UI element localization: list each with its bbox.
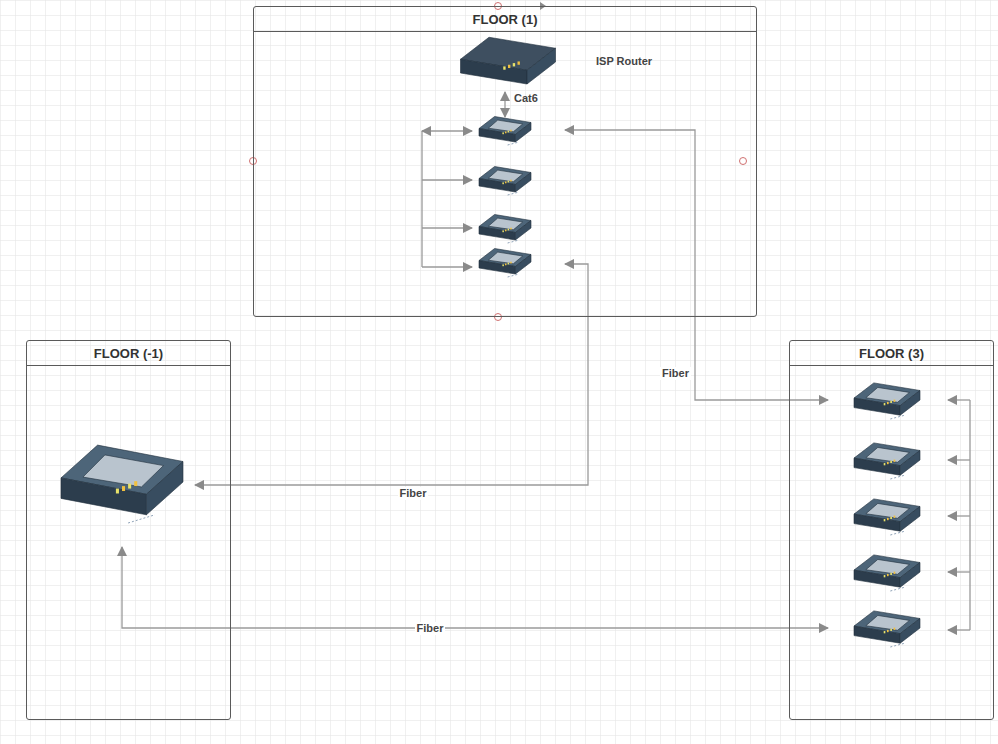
selection-handle: [495, 314, 502, 321]
device-name: ISP Router: [596, 55, 652, 67]
floor-title: FLOOR (1): [254, 7, 756, 32]
floor-title: FLOOR (3): [790, 341, 993, 366]
bracket-wire: [948, 459, 970, 460]
bracket-wire: [422, 130, 472, 131]
network-switch-icon: [479, 249, 531, 278]
edge-label: Fiber: [415, 622, 446, 635]
network-switch-icon: [479, 215, 531, 244]
selection-handle: [740, 158, 747, 165]
bracket-wire: [948, 629, 970, 630]
bracket-wire: [948, 515, 970, 516]
network-switch-icon: [479, 117, 531, 146]
floor-box: FLOOR (3): [789, 340, 994, 720]
network-switch-icon: [854, 611, 920, 647]
bracket-wire: [422, 179, 472, 180]
network-switch-icon: [854, 555, 920, 591]
bracket-wire: [421, 131, 422, 267]
bracket-wire: [504, 92, 505, 117]
floor-title: FLOOR (-1): [27, 341, 230, 366]
network-switch-icon: [479, 167, 531, 196]
fiber-link: [122, 547, 828, 628]
network-switch-icon: [854, 383, 920, 419]
bracket-wire: [969, 400, 970, 630]
edge-label: Fiber: [398, 487, 429, 500]
network-switch-icon: [61, 445, 183, 523]
bracket-wire: [422, 227, 472, 228]
cable-type-label: Cat6: [512, 92, 540, 105]
floor-box: FLOOR (1) ISP Router: [253, 6, 757, 317]
network-switch-icon: [854, 443, 920, 479]
network-switch-icon: [854, 499, 920, 535]
bracket-wire: [948, 399, 970, 400]
edge-label: Fiber: [660, 367, 691, 380]
network-switch-icon: [461, 37, 556, 84]
floor-box: FLOOR (-1): [26, 340, 231, 720]
device-label: ISP Router: [596, 55, 652, 67]
bracket-wire: [948, 571, 970, 572]
bracket-wire: [422, 266, 472, 267]
